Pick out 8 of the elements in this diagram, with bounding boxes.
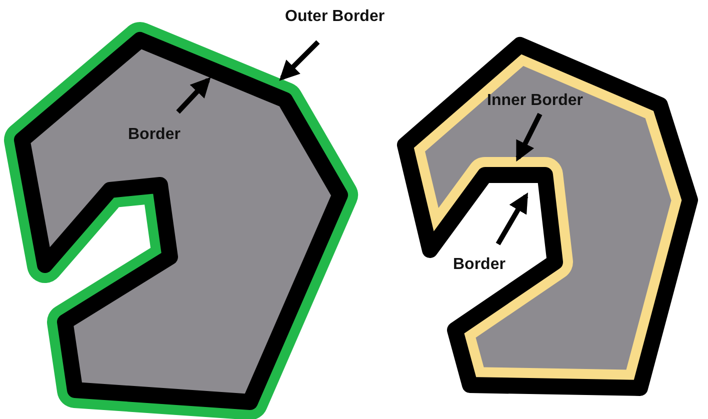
callout-label: Border: [128, 126, 180, 144]
leader-line: [176, 77, 211, 114]
callout-label: Border: [453, 256, 506, 274]
leader-line: [516, 112, 542, 162]
callout-label: Inner Border: [487, 92, 584, 110]
leader-line: [279, 40, 320, 81]
callout-label: Outer Border: [285, 8, 385, 26]
leader-line: [496, 192, 528, 246]
